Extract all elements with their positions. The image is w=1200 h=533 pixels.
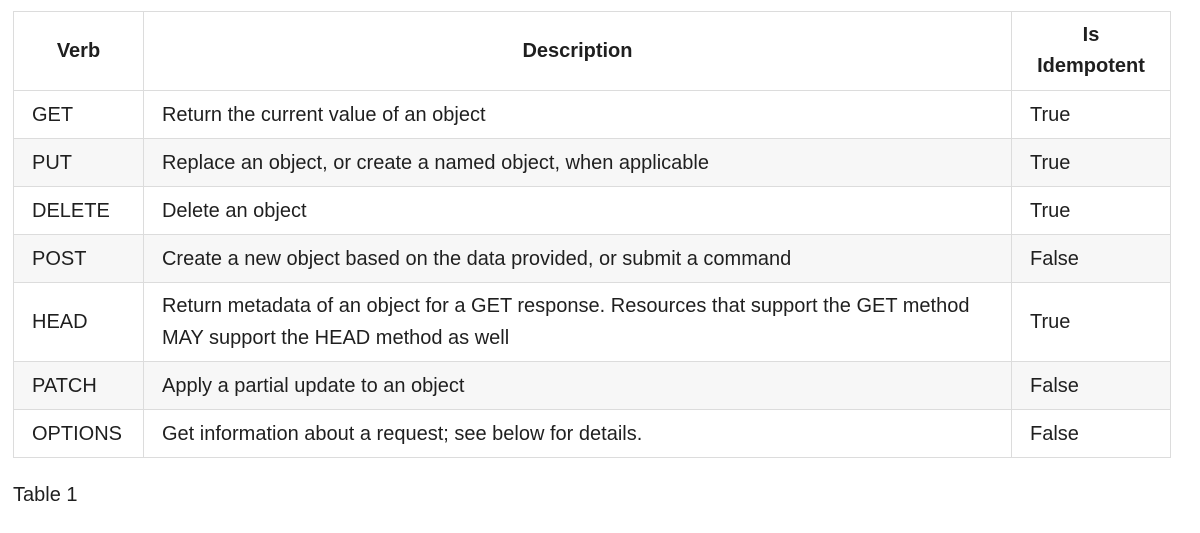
header-description: Description (142, 11, 1013, 91)
idempotent-cell: True (1011, 282, 1171, 362)
description-cell: Get information about a request; see bel… (142, 409, 1013, 458)
idempotent-cell: True (1011, 186, 1171, 235)
idempotent-cell: False (1011, 234, 1171, 283)
table-row: DELETE Delete an object True (13, 186, 1171, 235)
verb-cell: GET (13, 90, 144, 139)
description-cell: Delete an object (142, 186, 1013, 235)
description-cell: Apply a partial update to an object (142, 361, 1013, 410)
table-caption: Table 1 (13, 484, 78, 506)
header-idempotent-line2: Idempotent (1037, 55, 1145, 77)
idempotent-cell: True (1011, 138, 1171, 187)
verb-cell: PATCH (13, 361, 144, 410)
description-cell: Return metadata of an object for a GET r… (142, 282, 1013, 362)
verb-cell: DELETE (13, 186, 144, 235)
verb-cell: POST (13, 234, 144, 283)
table-row: HEAD Return metadata of an object for a … (13, 282, 1171, 362)
table-row: PUT Replace an object, or create a named… (13, 138, 1171, 187)
table-row: PATCH Apply a partial update to an objec… (13, 361, 1171, 410)
verb-cell: HEAD (13, 282, 144, 362)
header-idempotent-line1: Is (1082, 24, 1100, 46)
description-cell: Return the current value of an object (142, 90, 1013, 139)
table-row: POST Create a new object based on the da… (13, 234, 1171, 283)
idempotent-cell: False (1011, 409, 1171, 458)
description-cell: Create a new object based on the data pr… (142, 234, 1013, 283)
verb-cell: PUT (13, 138, 144, 187)
idempotent-cell: True (1011, 90, 1171, 139)
header-verb: Verb (13, 11, 144, 91)
description-cell: Replace an object, or create a named obj… (142, 138, 1013, 187)
table-row: GET Return the current value of an objec… (13, 90, 1171, 139)
verb-cell: OPTIONS (13, 409, 144, 458)
idempotent-cell: False (1011, 361, 1171, 410)
table-row: OPTIONS Get information about a request;… (13, 409, 1171, 458)
